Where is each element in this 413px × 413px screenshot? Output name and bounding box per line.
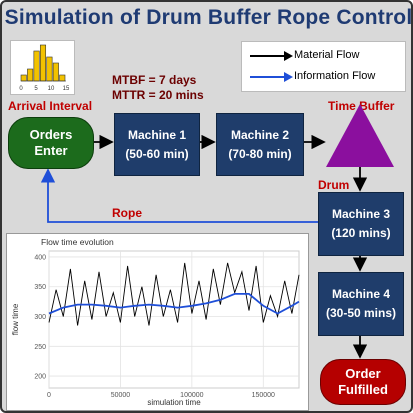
flow-time-series-line <box>48 262 300 326</box>
machine-1-node: Machine 1 (50-60 min) <box>114 113 200 176</box>
machine-2-node: Machine 2 (70-80 min) <box>216 113 304 176</box>
machine-3-node: Machine 3 (120 mins) <box>318 192 404 256</box>
legend-material: Material Flow <box>242 47 405 65</box>
orders-enter-line1: Orders <box>29 126 73 142</box>
y-axis-label: flow time <box>11 303 20 335</box>
smoothed-trend-line <box>48 293 300 315</box>
information-arrow-icon <box>250 72 293 82</box>
material-arrow-icon <box>250 51 293 61</box>
legend-information: Information Flow <box>242 68 405 86</box>
flow-time-chart: 200 250 300 350 400 0 50000 100000 150000 Flow ti… <box>6 233 309 411</box>
time-buffer-label: Time Buffer <box>328 99 395 113</box>
arrival-interval-label: Arrival Interval <box>8 99 93 113</box>
machine-1-name: Machine 1 <box>127 127 187 142</box>
y-tick-label: 350 <box>34 284 46 291</box>
order-fulfilled-node: Order Fulfilled <box>320 359 406 405</box>
page-title: Simulation of Drum Buffer Rope Control <box>4 6 413 29</box>
histogram-svg: 0 5 10 15 <box>19 44 70 92</box>
rope-label: Rope <box>112 206 142 220</box>
machine-3-detail: (120 mins) <box>331 226 391 240</box>
histogram-tick-label: 10 <box>48 86 55 92</box>
x-tick-label: 150000 <box>252 392 275 399</box>
y-tick-label: 250 <box>34 344 46 351</box>
mttr-label: MTTR = 20 mins <box>112 88 204 102</box>
plot-area <box>48 250 300 389</box>
machine-4-name: Machine 4 <box>331 287 391 302</box>
machine-2-detail: (70-80 min) <box>228 146 292 161</box>
orders-enter-line2: Enter <box>34 143 68 158</box>
x-axis-label: simulation time <box>147 398 201 407</box>
y-tick-label: 300 <box>34 314 46 321</box>
order-fulfilled-line2: Fulfilled <box>338 382 388 397</box>
legend-material-label: Material Flow <box>294 49 360 61</box>
rope-arrow <box>40 168 318 223</box>
legend-information-label: Information Flow <box>294 70 376 82</box>
machine-2-name: Machine 2 <box>230 127 290 142</box>
flow-time-chart-svg: 200 250 300 350 400 0 50000 100000 150000 Flow ti… <box>11 237 300 407</box>
histogram-tick-label: 5 <box>34 86 38 92</box>
machine-4-detail: (30-50 mins) <box>325 306 397 320</box>
machine-4-node: Machine 4 (30-50 mins) <box>318 272 404 336</box>
drum-label: Drum <box>318 178 350 192</box>
histogram-tick-label: 15 <box>63 86 70 92</box>
arrival-histogram: 0 5 10 15 <box>10 40 75 95</box>
time-buffer-triangle <box>326 104 394 167</box>
order-fulfilled-line1: Order <box>345 365 381 381</box>
x-tick-label: 50000 <box>111 392 131 399</box>
histogram-tick-label: 0 <box>19 86 23 92</box>
machine-3-name: Machine 3 <box>331 207 391 222</box>
x-tick-label: 0 <box>47 392 51 399</box>
chart-title: Flow time evolution <box>41 237 114 247</box>
legend: Material Flow Information Flow <box>241 41 406 92</box>
orders-enter-node: Orders Enter <box>8 117 94 169</box>
y-tick-label: 200 <box>34 374 46 381</box>
x-tick-label: 100000 <box>180 392 203 399</box>
mtbf-label: MTBF = 7 days <box>112 73 197 87</box>
y-tick-label: 400 <box>34 254 46 261</box>
machine-1-detail: (50-60 min) <box>125 146 189 161</box>
